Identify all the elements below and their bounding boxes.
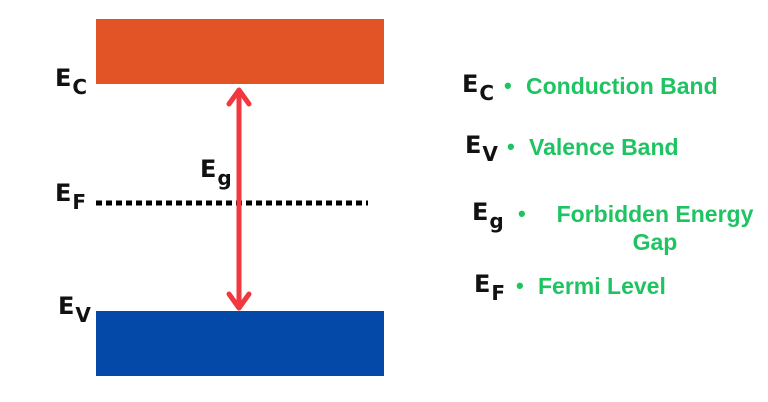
symbol-main: E — [462, 70, 479, 98]
legend-symbol: EF — [474, 270, 516, 303]
fermi-level-symbol: EF — [55, 179, 86, 212]
symbol-main: E — [200, 155, 217, 183]
legend-symbol: Eg — [472, 198, 514, 231]
symbol-main: E — [55, 64, 72, 92]
bullet-icon: • — [516, 273, 524, 298]
legend-label: Forbidden Energy Gap — [556, 201, 754, 255]
legend-item-conduction-band: EC • Conduction Band — [462, 70, 718, 103]
legend-label: Fermi Level — [538, 273, 666, 299]
symbol-main: E — [58, 292, 75, 320]
energy-gap-arrow-head-up — [226, 87, 252, 107]
legend-item-valence-band: EV • Valence Band — [465, 131, 679, 164]
symbol-main: E — [465, 131, 482, 159]
symbol-main: E — [474, 270, 491, 298]
bullet-icon: • — [507, 134, 515, 159]
energy-gap-arrow-head-down — [226, 291, 252, 311]
symbol-subscript: C — [72, 75, 88, 99]
bullet-icon: • — [518, 201, 526, 226]
legend-symbol: EV — [465, 131, 507, 164]
symbol-subscript: g — [217, 166, 232, 190]
symbol-subscript: F — [491, 281, 506, 305]
symbol-subscript: V — [482, 142, 498, 166]
legend-item-fermi-level: EF • Fermi Level — [474, 270, 666, 303]
legend-label: Valence Band — [529, 134, 679, 160]
legend-symbol: EC — [462, 70, 504, 103]
symbol-subscript: g — [489, 209, 504, 233]
legend-entry: • Forbidden Energy Gap — [518, 200, 768, 256]
legend-entry: • Valence Band — [507, 133, 679, 161]
symbol-main: E — [472, 198, 489, 226]
valence-band-symbol: EV — [58, 292, 91, 325]
conduction-band — [96, 19, 384, 84]
energy-gap-symbol: Eg — [200, 155, 232, 188]
conduction-band-symbol: EC — [55, 64, 87, 97]
symbol-main: E — [55, 179, 72, 207]
symbol-subscript: F — [72, 190, 87, 214]
legend-entry: • Conduction Band — [504, 72, 718, 100]
legend-entry: • Fermi Level — [516, 272, 666, 300]
bullet-icon: • — [504, 73, 512, 98]
legend-label: Conduction Band — [526, 73, 718, 99]
symbol-subscript: C — [479, 81, 495, 105]
valence-band — [96, 311, 384, 376]
legend-item-forbidden-energy-gap: Eg • Forbidden Energy Gap — [472, 200, 768, 256]
energy-gap-arrow — [226, 87, 252, 311]
symbol-subscript: V — [75, 303, 91, 327]
